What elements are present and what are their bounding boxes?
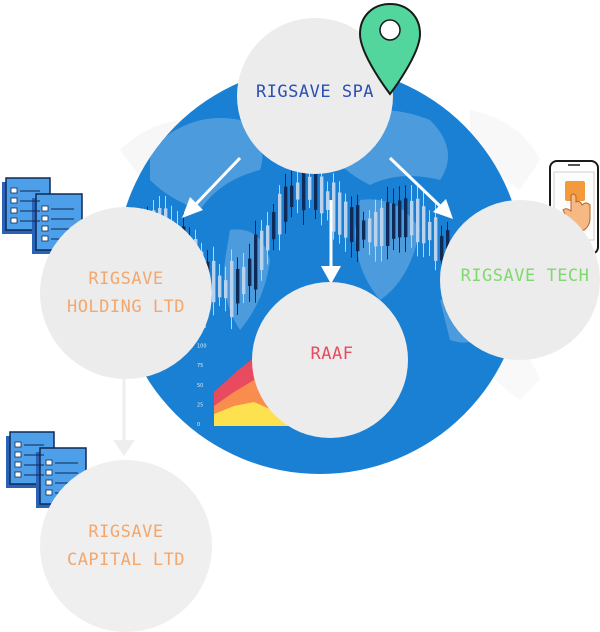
candle-body xyxy=(278,193,282,235)
node-rigsave-spa: RIGSAVE SPA xyxy=(237,18,393,174)
candle-body xyxy=(434,217,438,261)
node-rigsave-holding: RIGSAVE HOLDING LTD xyxy=(40,207,212,379)
mini-chart-ytick: 25 xyxy=(197,402,203,408)
node-label-spa: RIGSAVE SPA xyxy=(255,82,375,102)
candle-body xyxy=(212,260,216,303)
candle-body xyxy=(314,171,318,210)
mini-chart-ytick: 75 xyxy=(197,363,203,369)
candle-body xyxy=(440,236,444,261)
candle-body xyxy=(296,182,300,200)
candle-body xyxy=(326,191,330,210)
globe xyxy=(116,66,524,474)
candle-body xyxy=(398,200,402,238)
candle-body xyxy=(332,182,336,232)
candle-body xyxy=(386,202,390,246)
candle-body xyxy=(362,220,366,240)
mini-chart-ytick: 0 xyxy=(197,422,200,428)
mini-chart-ytick: 100 xyxy=(197,344,207,350)
candle-body xyxy=(248,258,252,286)
candle-body xyxy=(404,198,408,238)
candle-body xyxy=(374,211,378,247)
candle-body xyxy=(356,205,360,252)
candle-body xyxy=(380,207,384,247)
candle-body xyxy=(230,261,234,318)
node-label-capital: RIGSAVE CAPITAL LTD xyxy=(66,522,186,570)
node-rigsave-tech: RIGSAVE TECH xyxy=(440,200,600,360)
node-rigsave-capital: RIGSAVE CAPITAL LTD xyxy=(40,460,212,632)
candle-body xyxy=(368,218,372,243)
candle-body xyxy=(320,176,324,214)
location-pin-icon xyxy=(358,2,422,96)
arrow-spa-to-tech xyxy=(388,156,453,219)
arrow-spa-to-holding xyxy=(182,156,242,218)
candle-body xyxy=(302,166,306,211)
candle-body xyxy=(428,221,432,241)
candle-body xyxy=(224,280,228,299)
candle-body xyxy=(416,198,420,243)
mini-chart-ytick: 50 xyxy=(197,383,203,389)
candle-body xyxy=(254,234,258,290)
candle-body xyxy=(260,230,264,270)
node-raaf: RAAF xyxy=(252,282,408,438)
candle-body xyxy=(422,206,426,244)
candle-body xyxy=(350,207,354,243)
candle-body xyxy=(242,266,246,295)
candle-body xyxy=(218,275,222,298)
node-label-raaf: RAAF xyxy=(310,344,354,364)
candle-body xyxy=(284,186,288,222)
candle-body xyxy=(236,268,240,304)
candle-body xyxy=(344,201,348,238)
arrow-spa-to-raaf xyxy=(321,200,341,284)
candle-body xyxy=(272,212,276,240)
node-label-holding: RIGSAVE HOLDING LTD xyxy=(66,269,186,317)
candle-body xyxy=(308,176,312,200)
mini-area-series-3 xyxy=(214,400,292,426)
arrow-holding-to-capital xyxy=(113,375,135,456)
candle-body xyxy=(410,200,414,236)
candle-body xyxy=(266,225,270,251)
candle-body xyxy=(392,203,396,239)
node-label-tech: RIGSAVE TECH xyxy=(460,266,590,286)
candle-body xyxy=(338,192,342,235)
candle-body xyxy=(290,185,294,208)
